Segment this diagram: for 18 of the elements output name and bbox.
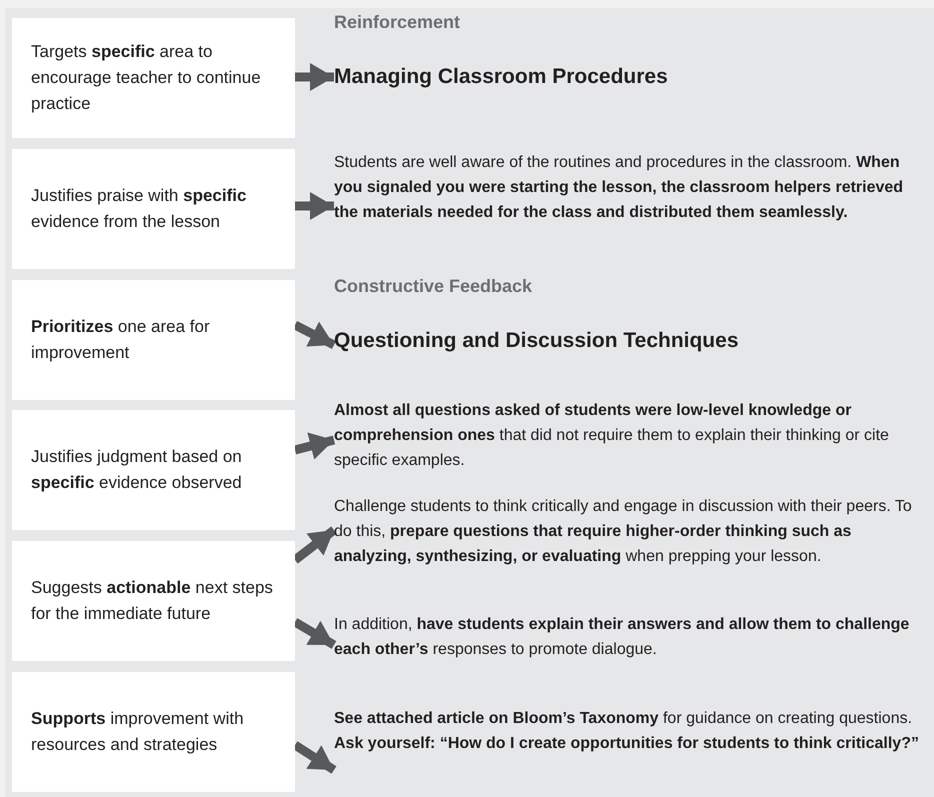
- criterion-box: Targets specific area to encourage teacher to continue practice: [12, 18, 295, 138]
- arrow: [294, 432, 336, 460]
- arrow: [295, 63, 334, 91]
- section-heading: Reinforcement: [334, 11, 460, 34]
- topic-heading: Questioning and Discussion Techniques: [334, 326, 930, 356]
- arrow: [295, 192, 334, 220]
- feedback-paragraph: In addition, have students explain their answers and allow them to challenge each other’s responses to promote dialogue.: [334, 612, 930, 662]
- feedback-paragraph: Almost all questions asked of students were low-level knowledge or comprehension ones that did not require them to explain their thinking or cite specific examples.: [334, 398, 930, 473]
- feedback-paragraph: See attached article on Bloom’s Taxonomy for guidance on creating questions. Ask yourself: “How do I create opportunities for students to think critically?”: [334, 706, 930, 756]
- feedback-paragraph: Students are well aware of the routines and procedures in the classroom. When you signaled you were starting the lesson, the classroom helpers retrieved the materials needed for the class and distributed them seamlessly.: [334, 150, 930, 225]
- criterion-box: Justifies praise with specific evidence from the lesson: [12, 149, 295, 269]
- criterion-box: Supports improvement with resources and strategies: [12, 672, 295, 792]
- feedback-paragraph: Challenge students to think critically and engage in discussion with their peers. To do this, prepare questions that require higher-order thinking such as analyzing, synthesizing, or evaluating when prepping your lesson.: [334, 494, 930, 569]
- criterion-box: Justifies judgment based on specific evidence observed: [12, 410, 295, 530]
- criterion-box: Suggests actionable next steps for the immediate future: [12, 541, 295, 661]
- section-heading: Constructive Feedback: [334, 275, 532, 298]
- criterion-box: Prioritizes one area for improvement: [12, 280, 295, 400]
- topic-heading: Managing Classroom Procedures: [334, 62, 930, 92]
